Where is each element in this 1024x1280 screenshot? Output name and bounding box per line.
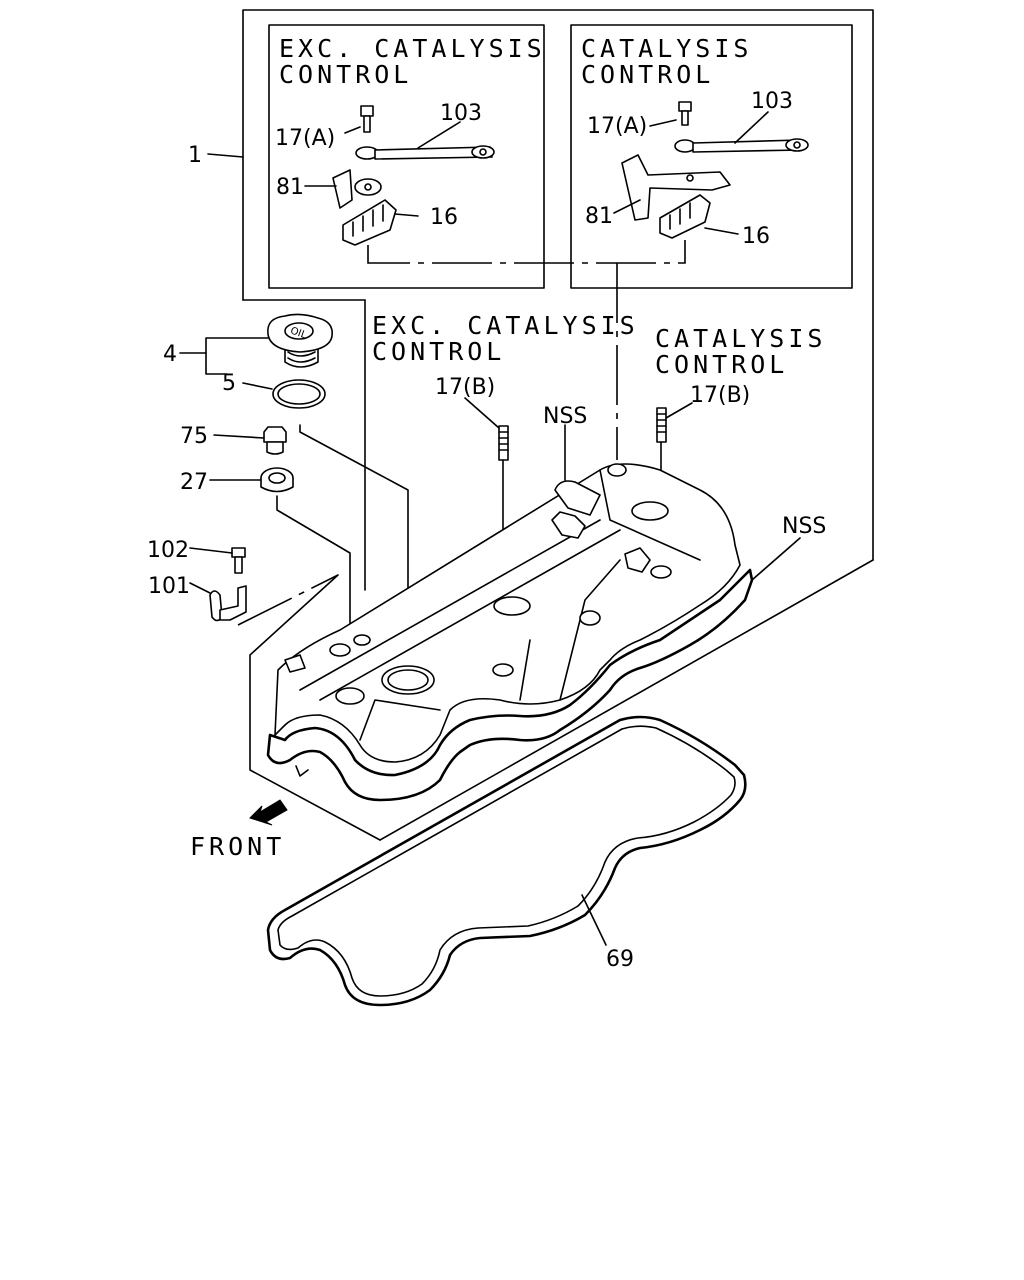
main-heading-exc-line1: EXC. CATALYSIS [372,311,639,340]
holder-16-left-icon [342,199,397,246]
strap-103-right-icon [674,138,809,153]
oil-filler-cap-icon: OIL [267,313,334,368]
callout-17a-left: 17(A) [275,126,335,151]
svg-text:OIL: OIL [289,325,309,341]
callout-103-right: 103 [751,89,793,114]
bolt-17a-right-icon [678,101,692,126]
callout-5: 5 [222,371,236,396]
clip-81-right-icon [621,154,731,221]
strap-103-left-icon [355,145,495,160]
callout-17a-right: 17(A) [587,114,647,139]
callout-81-right: 81 [585,204,613,229]
outer-frame [242,9,874,841]
bolt-17a-left-icon [360,105,374,133]
oil-cap-gasket-icon [272,379,326,409]
callout-4: 4 [163,342,177,367]
callout-17b-left: 17(B) [435,375,495,400]
callout-69: 69 [606,947,634,972]
stud-17b-right-icon [656,407,667,443]
callout-16-right: 16 [742,224,770,249]
callout-102: 102 [147,538,189,563]
inset-box-catalysis: CATALYSIS CONTROL 17(A) 103 81 16 [570,24,853,289]
plug-75-icon [263,426,287,455]
main-heading-exc-line2: CONTROL [372,337,505,366]
main-heading-cat-line2: CONTROL [655,350,788,379]
callout-81-left: 81 [276,175,304,200]
callout-75: 75 [180,424,208,449]
bracket-101-icon [209,585,247,622]
bolt-102-icon [231,547,246,574]
arrow-down-left-icon [249,799,288,826]
inset-left-title-line1: EXC. CATALYSIS [279,34,546,63]
cylinder-head-cover-icon [266,463,754,802]
callout-27: 27 [180,470,208,495]
callout-101: 101 [148,574,190,599]
inset-right-title-line1: CATALYSIS [581,34,752,63]
seal-27-icon [260,467,294,493]
front-label: FRONT [190,832,285,861]
inset-left-title-line2: CONTROL [279,60,412,89]
clip-81-left-icon [332,169,382,209]
callout-17b-right: 17(B) [690,383,750,408]
holder-16-right-icon [659,194,711,239]
callout-16-left: 16 [430,205,458,230]
callout-nss-right: NSS [782,514,826,539]
callout-1: 1 [188,143,202,168]
stud-17b-left-icon [498,425,509,461]
main-heading-cat-line1: CATALYSIS [655,324,826,353]
callout-nss-top: NSS [543,404,587,429]
callout-103-left: 103 [440,101,482,126]
cover-gasket-69-icon [266,715,747,1007]
inset-right-title-line2: CONTROL [581,60,714,89]
inset-box-exc-catalysis: EXC. CATALYSIS CONTROL 17(A) [268,24,686,289]
